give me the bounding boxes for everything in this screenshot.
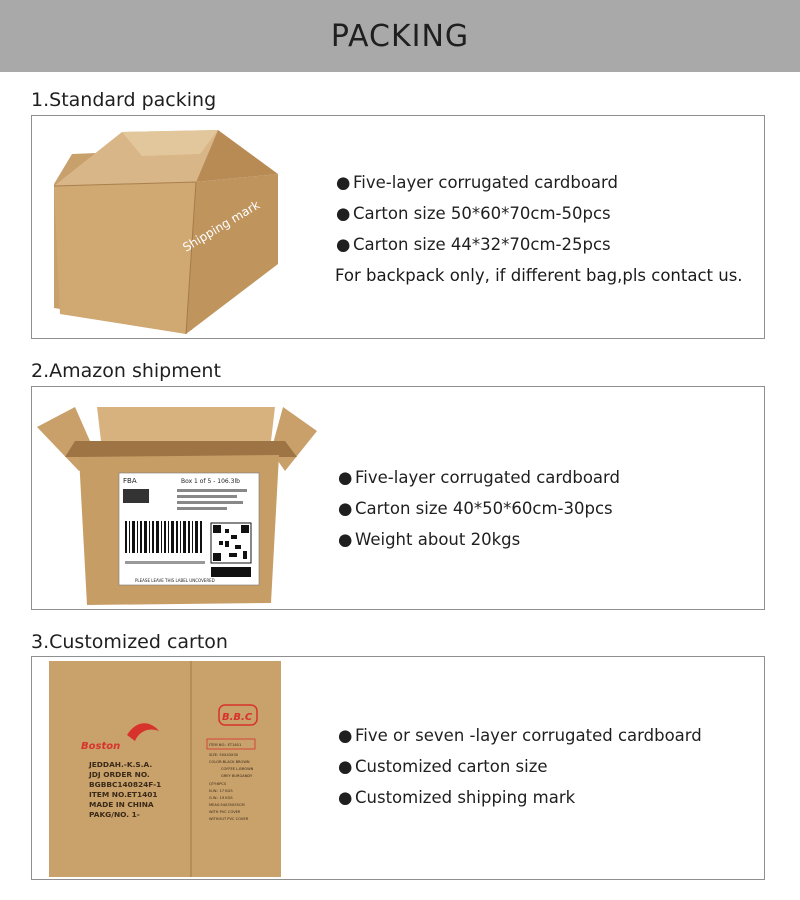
bullet-item: ●Carton size 44*32*70cm-25pcs [336, 235, 611, 254]
standard-packing-panel: Shipping mark ●Five-layer corrugated car… [31, 115, 765, 339]
item-line: QTY:6PCS [209, 782, 227, 786]
item-line: SIZE: 50X43X30 [209, 753, 239, 757]
mark-line: JEDDAH.-K.S.A. [88, 760, 152, 769]
customized-carton-bullets: ●Five or seven -layer corrugated cardboa… [338, 720, 702, 813]
mark-line: JDJ ORDER NO. [88, 770, 150, 779]
item-line: MEAS:54X35X55CM [209, 803, 245, 807]
bullet-item: ●Weight about 20kgs [338, 530, 521, 549]
item-line: G.W.: 19 KGS [209, 796, 233, 800]
bullet-item: ●Five or seven -layer corrugated cardboa… [338, 726, 702, 745]
mark-line: MADE IN CHINA [89, 800, 154, 809]
bbc-logo-text: B.B.C [222, 712, 253, 723]
item-line: GREY BURGANDY [221, 774, 253, 778]
page-title: PACKING [330, 18, 470, 54]
item-line: COLOR:BLACK BROWN [209, 760, 250, 764]
page-header: PACKING [0, 0, 800, 72]
boston-brand: Boston [81, 741, 120, 752]
backpack-note: For backpack only, if different bag,pls … [335, 266, 743, 285]
carton-item-no: ITEM NO.: ET1401 [209, 743, 241, 747]
bullet-item: ●Five-layer corrugated cardboard [336, 173, 619, 192]
bullet-item: ●Customized shipping mark [338, 788, 576, 807]
bullet-item: ●Five-layer corrugated cardboard [338, 468, 621, 487]
bullet-item: ●Customized carton size [338, 757, 548, 776]
mark-line: PAKG/NO. 1- [89, 810, 140, 819]
section-title-customized-carton: 3.Customized carton [31, 631, 228, 653]
amazon-shipment-panel: FBA Box 1 of 5 - 106.3lb [31, 386, 765, 610]
uncovered-warning: PLEASE LEAVE THIS LABEL UNCOVERED [135, 578, 215, 583]
box-count-label: Box 1 of 5 - 106.3lb [181, 478, 240, 485]
item-line: COFFEE L.BROWN [221, 767, 254, 771]
mark-line: BGBBC140824F-1 [89, 780, 161, 789]
bullet-item: ●Carton size 50*60*70cm-50pcs [336, 204, 611, 223]
section-title-amazon-shipment: 2.Amazon shipment [31, 360, 221, 382]
bbc-logo-icon [218, 704, 258, 726]
item-line: WITH PVC COVER [209, 810, 241, 814]
swallow-logo-icon [127, 723, 159, 741]
amazon-shipment-bullets: ●Five-layer corrugated cardboard ●Carton… [338, 462, 620, 555]
fba-label: FBA [123, 477, 137, 485]
cardboard-box-image: Shipping mark [50, 124, 282, 338]
customized-carton-image: Boston JEDDAH.-K.S.A. JDJ ORDER NO. BGBB… [49, 661, 281, 877]
standard-packing-bullets: ●Five-layer corrugated cardboard ●Carton… [336, 167, 618, 260]
mark-line: ITEM NO.ET1401 [89, 790, 158, 799]
bullet-item: ●Carton size 40*50*60cm-30pcs [338, 499, 613, 518]
item-line: N.W.: 17 KGS [209, 789, 233, 793]
amazon-box-image: FBA Box 1 of 5 - 106.3lb [35, 401, 325, 607]
item-line: WITHOUT PVC COVER [209, 817, 249, 821]
customized-carton-panel: Boston JEDDAH.-K.S.A. JDJ ORDER NO. BGBB… [31, 656, 765, 880]
section-title-standard-packing: 1.Standard packing [31, 89, 217, 111]
